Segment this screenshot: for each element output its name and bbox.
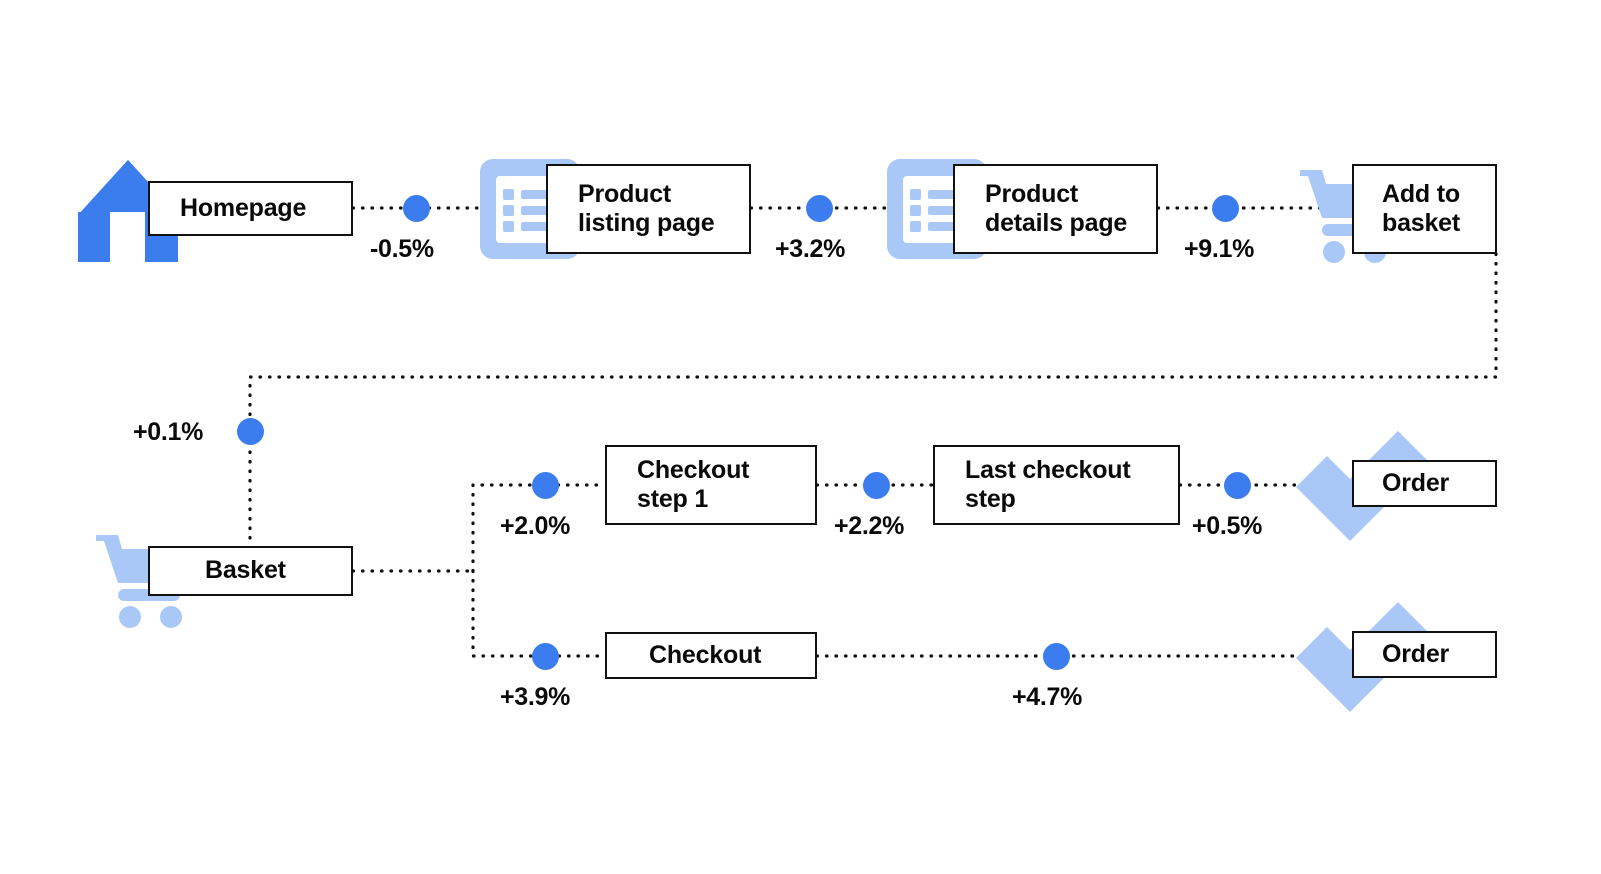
node-last-checkout-step[interactable]: Last checkout step [933,445,1180,525]
node-order-bottom[interactable]: Order [1352,631,1497,678]
metric-dot[interactable] [531,642,559,670]
node-order-top[interactable]: Order [1352,460,1497,507]
node-homepage[interactable]: Homepage [148,181,353,236]
metric-dot[interactable] [1042,642,1070,670]
node-label: Add to basket [1382,179,1461,238]
metric-label-add-to-basket-to-basket: +0.1% [133,418,204,446]
node-product-listing-page[interactable]: Product listing page [546,164,751,254]
metric-label-basket-to-checkout-step-1: +2.0% [500,512,571,540]
metric-dot[interactable] [236,417,264,445]
metric-label-checkout-step-1-to-last-step: +2.2% [834,512,905,540]
node-label: Product listing page [578,179,715,238]
node-checkout[interactable]: Checkout [605,632,817,679]
metric-dot[interactable] [805,194,833,222]
metric-dot[interactable] [1223,471,1251,499]
node-label: Order [1382,468,1450,497]
metric-label-details-to-add-to-basket: +9.1% [1184,235,1255,263]
metric-label-listing-to-details: +3.2% [775,235,846,263]
node-label: Last checkout step [965,455,1131,514]
metric-dot[interactable] [531,471,559,499]
metric-label-basket-to-checkout: +3.9% [500,683,571,711]
node-label: Checkout [649,640,762,669]
node-label: Homepage [180,193,307,222]
node-label: Order [1382,639,1450,668]
node-label: Basket [205,556,286,585]
node-label: Product details page [985,179,1128,238]
metric-label-last-step-to-order: +0.5% [1192,512,1263,540]
metric-dot[interactable] [1211,194,1239,222]
node-add-to-basket[interactable]: Add to basket [1352,164,1497,254]
metric-dot[interactable] [402,194,430,222]
node-label: Checkout step 1 [637,455,750,514]
node-basket[interactable]: Basket [148,546,353,596]
node-checkout-step-1[interactable]: Checkout step 1 [605,445,817,525]
metric-label-checkout-to-order: +4.7% [1012,683,1083,711]
node-product-details-page[interactable]: Product details page [953,164,1158,254]
metric-dot[interactable] [862,471,890,499]
metric-label-homepage-to-listing: -0.5% [370,235,434,263]
